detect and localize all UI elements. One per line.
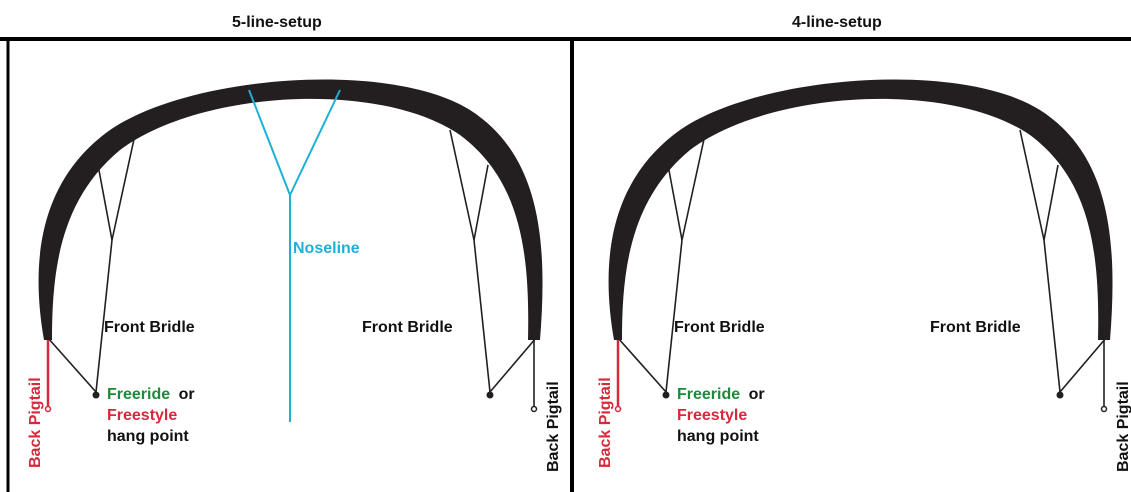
pigtail-ring-right: [530, 405, 538, 413]
noseline: [248, 89, 341, 422]
front-bridle-right: [1019, 129, 1107, 393]
front-bridle-label-left: Front Bridle: [674, 319, 765, 336]
back-pigtail-label-left: Back Pigtail: [27, 377, 44, 468]
freeride-label: Freeride: [677, 386, 740, 403]
or-label: or: [749, 386, 765, 403]
back-pigtail-label-right: Back Pigtail: [545, 381, 562, 472]
pigtail-ring-right: [1100, 405, 1108, 413]
hang-point-text: hang point: [107, 428, 189, 445]
front-bridle-right: [449, 129, 537, 393]
kite-4-line: Front Bridle Front Bridle Freeride or Fr…: [597, 79, 1131, 472]
front-bridle-label-right: Front Bridle: [930, 319, 1021, 336]
back-pigtail-label-left: Back Pigtail: [597, 377, 614, 468]
hang-point-right: [486, 391, 494, 399]
hang-point-label: Freeride or: [107, 386, 195, 403]
hang-point-text: hang point: [677, 428, 759, 445]
hang-point-left: [662, 391, 670, 399]
or-label: or: [179, 386, 195, 403]
front-bridle-left: [47, 129, 137, 393]
noseline-label: Noseline: [293, 240, 360, 257]
pigtail-ring-left: [44, 405, 52, 413]
back-pigtail-label-right: Back Pigtail: [1115, 381, 1131, 472]
freestyle-label: Freestyle: [677, 407, 747, 424]
hang-point-right: [1056, 391, 1064, 399]
freeride-label: Freeride: [107, 386, 170, 403]
hang-point-label: Freeride or: [677, 386, 765, 403]
front-bridle-label-left: Front Bridle: [104, 319, 195, 336]
panel-title-5-line: 5-line-setup: [232, 14, 322, 31]
hang-point-left: [92, 391, 100, 399]
front-bridle-left: [617, 129, 707, 393]
freestyle-label: Freestyle: [107, 407, 177, 424]
panel-title-4-line: 4-line-setup: [792, 14, 882, 31]
front-bridle-label-right: Front Bridle: [362, 319, 453, 336]
kite-5-line: Noseline Front Bridle Front Bridle Freer…: [27, 79, 562, 472]
pigtail-ring-left: [614, 405, 622, 413]
